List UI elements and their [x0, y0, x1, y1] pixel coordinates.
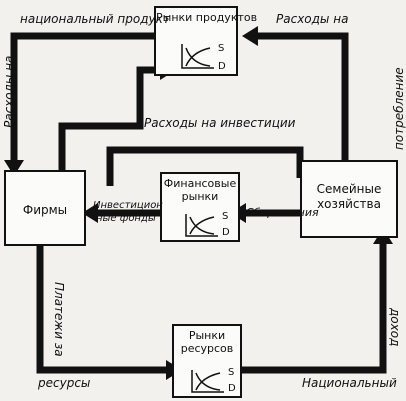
flow-resource-payments	[36, 246, 172, 374]
resource-market-label: Рынки ресурсов	[180, 329, 234, 355]
arrowhead-funds-left	[82, 203, 98, 223]
financial-market-box: Финансовые рынки S D	[160, 172, 240, 242]
arrowhead-product-left	[242, 26, 258, 46]
supply-demand-icon	[185, 214, 218, 237]
label-resource-payments: ресурсы	[38, 376, 91, 390]
label-national-income-vertical: доход	[388, 308, 402, 347]
label-consumer-spending: Расходы на	[276, 12, 349, 26]
households-box: Семейные хозяйства	[300, 160, 398, 238]
firms-box: Фирмы	[4, 170, 86, 246]
households-label: Семейные хозяйства	[316, 182, 382, 211]
label-investment-funds-2: ные фонды	[96, 213, 156, 224]
supply-label: S	[218, 43, 225, 54]
arrowhead-firms-down	[4, 160, 24, 176]
financial-market-label: Финансовые рынки	[163, 177, 237, 203]
label-investment-funds-1: Инвестицион	[93, 200, 163, 211]
supply-demand-icon	[181, 44, 214, 69]
supply-demand-icon	[191, 370, 224, 393]
demand-label: D	[228, 383, 236, 394]
flow-national-income	[242, 238, 387, 374]
demand-label: D	[218, 61, 226, 72]
supply-label: S	[228, 367, 235, 378]
product-market-box: Рынки продуктов S D	[154, 6, 258, 76]
label-national-product: национальный продукт	[20, 12, 170, 26]
flow-investment	[58, 66, 165, 192]
label-spending-vertical: Расходы на	[2, 55, 16, 128]
label-savings: Сбережения	[246, 206, 319, 219]
flow-national-product	[10, 32, 154, 168]
demand-label: D	[222, 227, 230, 238]
label-investment-spending: Расходы на инвестиции	[144, 116, 296, 130]
flow-consumer-spending	[252, 32, 349, 160]
label-resource-payments-vertical: Платежи за	[52, 282, 66, 357]
product-market-label: Рынки продуктов	[156, 11, 258, 24]
supply-label: S	[222, 211, 229, 222]
label-national-income: Национальный	[302, 376, 397, 390]
firms-label: Фирмы	[22, 203, 68, 217]
resource-market-box: Рынки ресурсов S D	[172, 324, 242, 398]
label-consumer-vertical: потребление	[392, 67, 406, 150]
